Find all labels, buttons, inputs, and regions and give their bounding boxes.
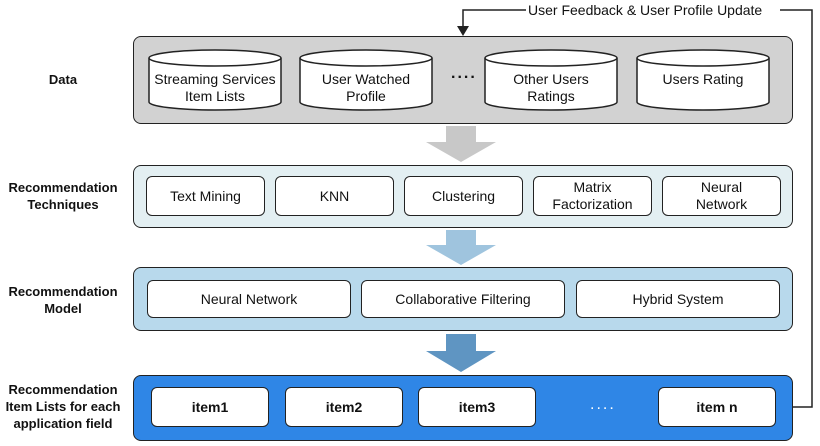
output-item-3: item3	[418, 387, 536, 427]
arrow-data-to-techniques	[426, 126, 496, 162]
technique-matrix-factorization: Matrix Factorization	[533, 176, 652, 216]
data-store-label: Users Rating	[662, 71, 744, 87]
data-panel: Streaming Services Item Lists User Watch…	[133, 36, 793, 124]
data-store-streaming-item-lists: Streaming Services Item Lists	[148, 49, 282, 111]
feedback-arrowhead	[457, 26, 469, 36]
row-label-data: Data	[48, 72, 78, 87]
feedback-label: User Feedback & User Profile Update	[528, 2, 763, 18]
data-store-users-rating: Users Rating	[636, 49, 770, 111]
data-store-user-watched-profile: User Watched Profile	[299, 49, 433, 111]
technique-neural-network: Neural Network	[662, 176, 781, 216]
techniques-panel: Text Mining KNN Clustering Matrix Factor…	[133, 165, 793, 228]
feedback-loop-line-top	[462, 9, 526, 28]
arrow-model-to-items	[426, 334, 496, 372]
row-label-techniques: Recommendation Techniques	[8, 180, 118, 212]
output-item-1: item1	[151, 387, 269, 427]
data-store-other-users-ratings: Other Users Ratings	[484, 49, 618, 111]
row-label-model: Recommendation Model	[8, 284, 118, 316]
model-neural-network: Neural Network	[147, 280, 351, 318]
feedback-loop-line	[780, 9, 813, 408]
data-store-label: User Watched Profile	[321, 71, 411, 104]
technique-clustering: Clustering	[404, 176, 523, 216]
row-label-outputs: Recommendation Item Lists for each appli…	[5, 382, 121, 431]
model-panel: Neural Network Collaborative Filtering H…	[133, 267, 793, 331]
outputs-ellipsis: ....	[590, 396, 616, 413]
data-store-label: Other Users Ratings	[513, 71, 589, 104]
output-item-2: item2	[285, 387, 403, 427]
model-collaborative-filtering: Collaborative Filtering	[361, 280, 565, 318]
model-hybrid-system: Hybrid System	[576, 280, 780, 318]
outputs-panel: item1 item2 item3 .... item n	[133, 375, 793, 441]
arrow-techniques-to-model	[426, 230, 496, 265]
data-ellipsis: ....	[451, 65, 477, 82]
technique-text-mining: Text Mining	[146, 176, 265, 216]
data-store-label: Streaming Services Item Lists	[154, 71, 276, 104]
output-item-n: item n	[658, 387, 776, 427]
technique-knn: KNN	[275, 176, 394, 216]
